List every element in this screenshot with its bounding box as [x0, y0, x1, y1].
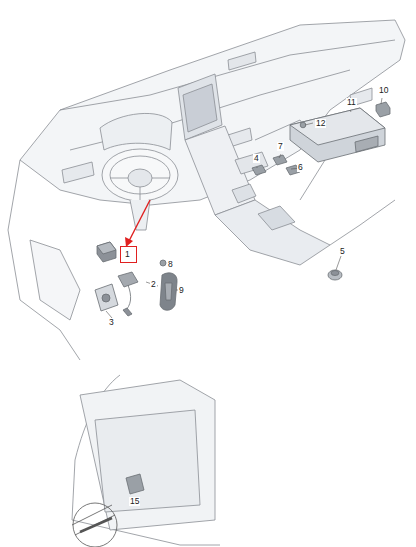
- callout-number: 1: [125, 250, 132, 259]
- callout-number: 9: [178, 286, 185, 295]
- callout-box: 1: [120, 246, 137, 263]
- callout-number: 8: [167, 260, 174, 269]
- callout-number: 6: [297, 163, 304, 172]
- callout-number: 12: [315, 119, 326, 128]
- callout-number: 4: [253, 154, 260, 163]
- callout-number: 10: [378, 86, 389, 95]
- callout-number: 3: [108, 318, 115, 327]
- callout-number: 11: [346, 98, 357, 107]
- callout-number: 2: [150, 280, 157, 289]
- callout-number: 7: [277, 142, 284, 151]
- callout-number: 15: [129, 497, 140, 506]
- callout-number: 5: [339, 247, 346, 256]
